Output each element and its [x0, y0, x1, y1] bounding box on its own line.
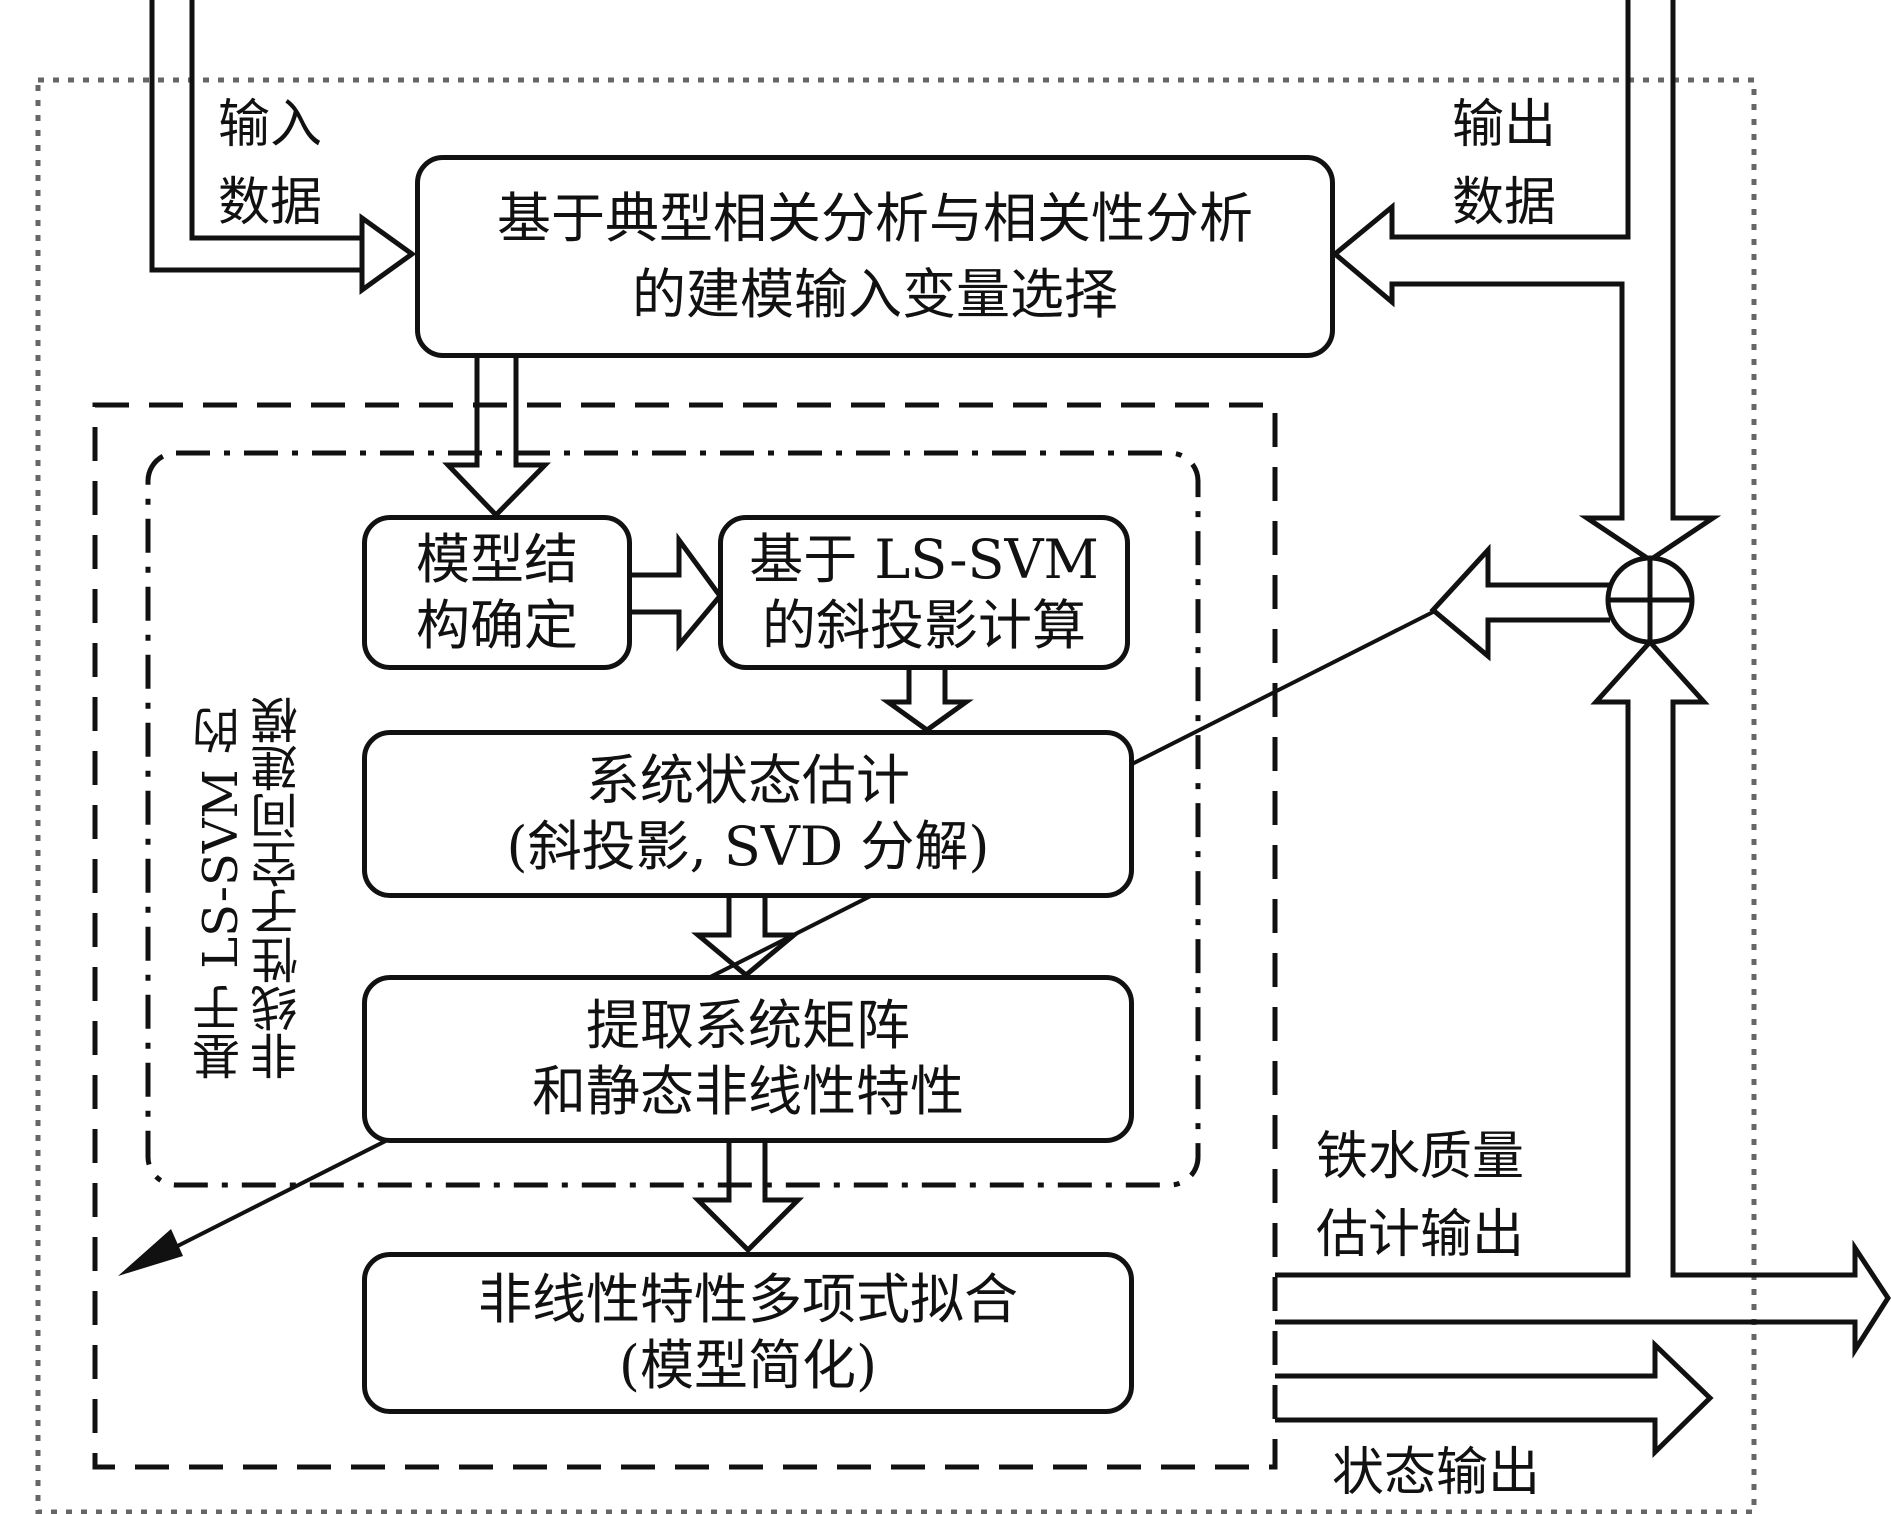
selection-to-structure-arrow — [442, 356, 551, 519]
polynomial-fit-line2: (模型简化) — [618, 1334, 878, 1397]
state-output-arrow — [1275, 1339, 1714, 1458]
state-output-label: 状态输出 — [1332, 1434, 1540, 1512]
dashed-modeling-boundary — [92, 402, 1278, 1470]
model-structure-line2: 构确定 — [416, 593, 578, 657]
input-data-arrow — [149, 0, 417, 295]
model-structure-box: 模型结 构确定 — [362, 515, 632, 670]
variable-selection-line1: 基于典型相关分析与相关性分析 — [497, 186, 1253, 250]
group-title-line2: 非线性子空间建模 — [251, 696, 307, 1080]
extract-matrix-line1: 提取系统矩阵 — [586, 994, 910, 1057]
extract-matrix-box: 提取系统矩阵 和静态非线性特性 — [362, 975, 1134, 1143]
input-data-label-line1: 输入 — [218, 95, 323, 155]
state-estimation-box: 系统状态估计 (斜投影, SVD 分解) — [362, 730, 1134, 898]
output-data-label: 输出 数据 — [1452, 86, 1556, 242]
input-data-label-line2: 数据 — [218, 173, 323, 233]
state-to-extract-arrow — [691, 895, 801, 979]
model-structure-line1: 模型结 — [416, 527, 578, 591]
output-data-arrow — [1331, 0, 1722, 564]
variable-selection-box: 基于典型相关分析与相关性分析 的建模输入变量选择 — [415, 155, 1335, 358]
structure-to-projection-arrow — [628, 532, 724, 652]
polynomial-fit-box: 非线性特性多项式拟合 (模型简化) — [362, 1252, 1134, 1414]
state-estimation-line1: 系统状态估计 — [586, 749, 910, 812]
iron-quality-output-line1: 铁水质量 — [1316, 1127, 1525, 1187]
state-output-text: 状态输出 — [1332, 1443, 1541, 1503]
state-estimation-line2: (斜投影, SVD 分解) — [506, 815, 990, 878]
input-data-label: 输入 数据 — [218, 86, 322, 242]
extract-to-polyfit-arrow — [691, 1142, 805, 1254]
oblique-projection-line1: 基于 LS-SVM — [749, 527, 1099, 591]
extract-matrix-line2: 和静态非线性特性 — [532, 1060, 964, 1123]
diagonal-error-arrowhead — [118, 1229, 183, 1276]
outer-dotted-boundary — [35, 77, 1757, 1514]
variable-selection-line2: 的建模输入变量选择 — [632, 262, 1118, 326]
projection-to-state-arrow — [880, 667, 974, 734]
output-data-label-line2: 数据 — [1452, 173, 1557, 233]
oblique-projection-line2: 的斜投影计算 — [762, 593, 1086, 657]
iron-quality-output-arrow — [1275, 638, 1891, 1359]
inner-subspace-group-boundary — [145, 450, 1201, 1188]
junction-feedback-arrow — [1429, 543, 1610, 662]
diagonal-error-arrow-line — [139, 610, 1434, 1267]
iron-quality-output-line2: 估计输出 — [1316, 1205, 1525, 1265]
group-title-vertical: 基于 LS-SVM 的 非线性子空间建模 — [192, 540, 308, 1080]
group-title-line1: 基于 LS-SVM 的 — [193, 706, 249, 1080]
oblique-projection-box: 基于 LS-SVM 的斜投影计算 — [718, 515, 1130, 670]
output-data-label-line1: 输出 — [1452, 95, 1557, 155]
polynomial-fit-line1: 非线性特性多项式拟合 — [478, 1268, 1018, 1331]
iron-quality-output-label: 铁水质量 估计输出 — [1316, 1118, 1524, 1274]
